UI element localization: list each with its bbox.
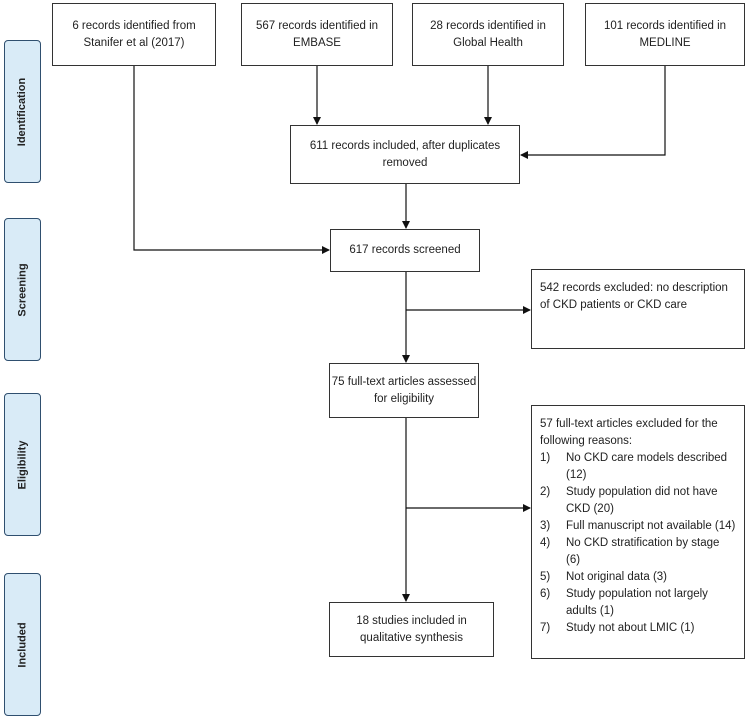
excluded-screening-box: 542 records excluded: no description of … <box>531 269 745 349</box>
reason-text: Study population did not have CKD (20) <box>566 486 718 515</box>
exclusion-reason: 4) No CKD stratification by stage (6) <box>540 535 736 569</box>
reason-text: No CKD care models described (12) <box>566 452 728 481</box>
included-studies-box: 18 studies included in qualitative synth… <box>329 602 494 657</box>
exclusion-reason: 5) Not original data (3) <box>540 569 736 586</box>
source-stanifer-text: 6 records identified from Stanifer et al… <box>72 19 196 49</box>
exclusion-reason: 3) Full manuscript not available (14) <box>540 518 736 535</box>
reason-text: Full manuscript not available (14) <box>566 520 736 532</box>
exclusion-reason: 1) No CKD care models described (12) <box>540 450 736 484</box>
arrow-stanifer-to-screened <box>133 66 330 254</box>
reason-number: 3) <box>540 520 551 532</box>
screened-box: 617 records screened <box>330 229 480 272</box>
reason-number: 1) <box>540 452 551 464</box>
reason-text: Not original data (3) <box>566 571 667 583</box>
source-embase-box: 567 records identified in EMBASE <box>241 3 393 66</box>
arrow-medline-to-duplicates <box>520 66 666 159</box>
source-stanifer-box: 6 records identified from Stanifer et al… <box>52 3 216 66</box>
full-text-text: 75 full-text articles assessed for eligi… <box>331 375 477 405</box>
excluded-screening-text: 542 records excluded: no description of … <box>540 282 728 311</box>
after-duplicates-text: 611 records included, after duplicates r… <box>309 139 501 169</box>
exclusion-reason: 2) Study population did not have CKD (20) <box>540 484 736 518</box>
stage-identification: Identification <box>4 40 41 183</box>
reason-number: 7) <box>540 622 551 634</box>
source-medline-box: 101 records identified in MEDLINE <box>585 3 745 66</box>
source-global-health-box: 28 records identified in Global Health <box>412 3 564 66</box>
source-global-health-text: 28 records identified in Global Health <box>430 19 546 49</box>
after-duplicates-box: 611 records included, after duplicates r… <box>290 125 520 184</box>
exclusion-reason: 7) Study not about LMIC (1) <box>540 620 736 637</box>
reason-number: 6) <box>540 588 551 600</box>
stage-screening: Screening <box>4 218 41 361</box>
full-text-box: 75 full-text articles assessed for eligi… <box>329 363 479 418</box>
reason-number: 5) <box>540 571 551 583</box>
included-studies-text: 18 studies included in qualitative synth… <box>356 614 467 644</box>
reason-number: 2) <box>540 486 551 498</box>
source-embase-text: 567 records identified in EMBASE <box>255 19 379 49</box>
reason-text: Study population not largely adults (1) <box>566 588 708 617</box>
exclusion-reasons-list: 1) No CKD care models described (12) 2) St… <box>540 450 736 637</box>
stage-eligibility: Eligibility <box>4 393 41 536</box>
source-medline-text: 101 records identified in MEDLINE <box>603 19 727 49</box>
excluded-fulltext-heading: 57 full-text articles excluded for the f… <box>540 418 718 447</box>
reason-number: 4) <box>540 537 551 549</box>
reason-text: Study not about LMIC (1) <box>566 622 695 634</box>
screened-text: 617 records screened <box>349 244 461 256</box>
excluded-fulltext-box: 57 full-text articles excluded for the f… <box>531 405 745 659</box>
exclusion-reason: 6) Study population not largely adults (1… <box>540 586 736 620</box>
stage-included: Included <box>4 573 41 716</box>
reason-text: No CKD stratification by stage (6) <box>566 537 720 566</box>
